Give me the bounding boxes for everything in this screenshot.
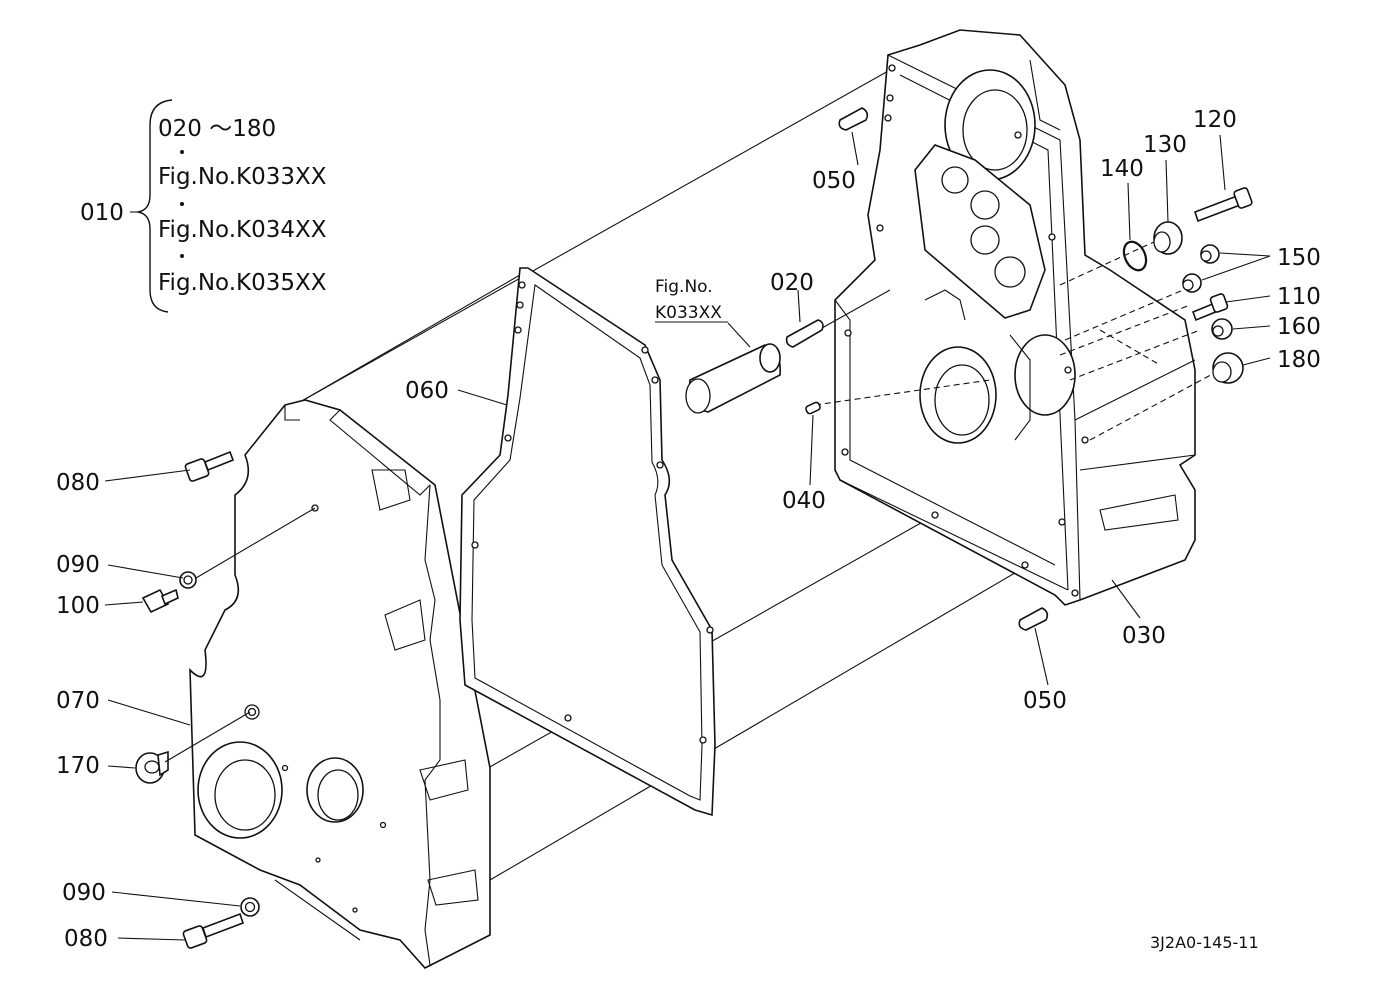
washer-090-lower — [240, 897, 260, 917]
assembly-line-1: 020 ～180 — [158, 116, 276, 142]
sub-reference: Fig.No. K033XX — [655, 277, 728, 323]
dowel-050-upper — [838, 107, 869, 131]
callout-020: 020 — [770, 270, 814, 296]
callout-labels: 080 090 100 070 170 090 080 060 020 040 … — [56, 107, 1321, 952]
plug-040 — [805, 401, 821, 415]
gasket-060 — [459, 267, 716, 817]
callout-170: 170 — [56, 753, 100, 779]
callout-080-upper: 080 — [56, 470, 100, 496]
assembly-label-010: 010 — [80, 200, 124, 226]
assembly-bracket: 010 020 ～180 Fig.No.K033XX Fig.No.K034XX… — [80, 99, 327, 313]
callout-140: 140 — [1100, 156, 1144, 182]
callout-050-lower: 050 — [1023, 688, 1067, 714]
plug-130 — [1153, 221, 1183, 255]
drawing-code: 3J2A0-145-11 — [1150, 933, 1259, 952]
assembly-line-3: Fig.No.K034XX — [158, 217, 327, 243]
assembly-line-4: Fig.No.K035XX — [158, 270, 327, 296]
callout-180: 180 — [1277, 347, 1321, 373]
leader-lines — [104, 131, 1271, 941]
callout-060: 060 — [405, 378, 449, 404]
callout-100: 100 — [56, 593, 100, 619]
callout-030: 030 — [1122, 623, 1166, 649]
bolt-110 — [1191, 293, 1229, 322]
pin-020 — [785, 289, 891, 348]
callout-090-lower: 090 — [62, 880, 106, 906]
assembly-line-2: Fig.No.K033XX — [158, 164, 327, 190]
dowel-050-lower — [1018, 607, 1049, 631]
plug-100 — [141, 588, 179, 614]
subref-line-2: K033XX — [655, 303, 722, 323]
plug-170 — [135, 750, 169, 784]
shaft-cylinder — [685, 343, 782, 414]
callout-070: 070 — [56, 688, 100, 714]
bolt-080-upper — [184, 450, 235, 482]
gear-case-030 — [814, 29, 1221, 606]
bolt-080-lower — [182, 912, 245, 949]
washer-090-upper — [179, 571, 197, 589]
plugs-150 — [1182, 244, 1220, 293]
subref-line-1: Fig.No. — [655, 277, 713, 297]
callout-120: 120 — [1193, 107, 1237, 133]
callout-090-upper: 090 — [56, 552, 100, 578]
callout-160: 160 — [1277, 314, 1321, 340]
callout-040: 040 — [782, 488, 826, 514]
callout-130: 130 — [1143, 132, 1187, 158]
o-ring-140 — [1122, 240, 1148, 272]
plug-160 — [1211, 318, 1233, 340]
callout-110: 110 — [1277, 284, 1321, 310]
callout-050-upper: 050 — [812, 168, 856, 194]
plug-180 — [1212, 352, 1244, 384]
bolt-120 — [1193, 187, 1253, 223]
front-cover-070 — [189, 399, 491, 969]
callout-080-lower: 080 — [64, 926, 108, 952]
callout-150: 150 — [1277, 245, 1321, 271]
